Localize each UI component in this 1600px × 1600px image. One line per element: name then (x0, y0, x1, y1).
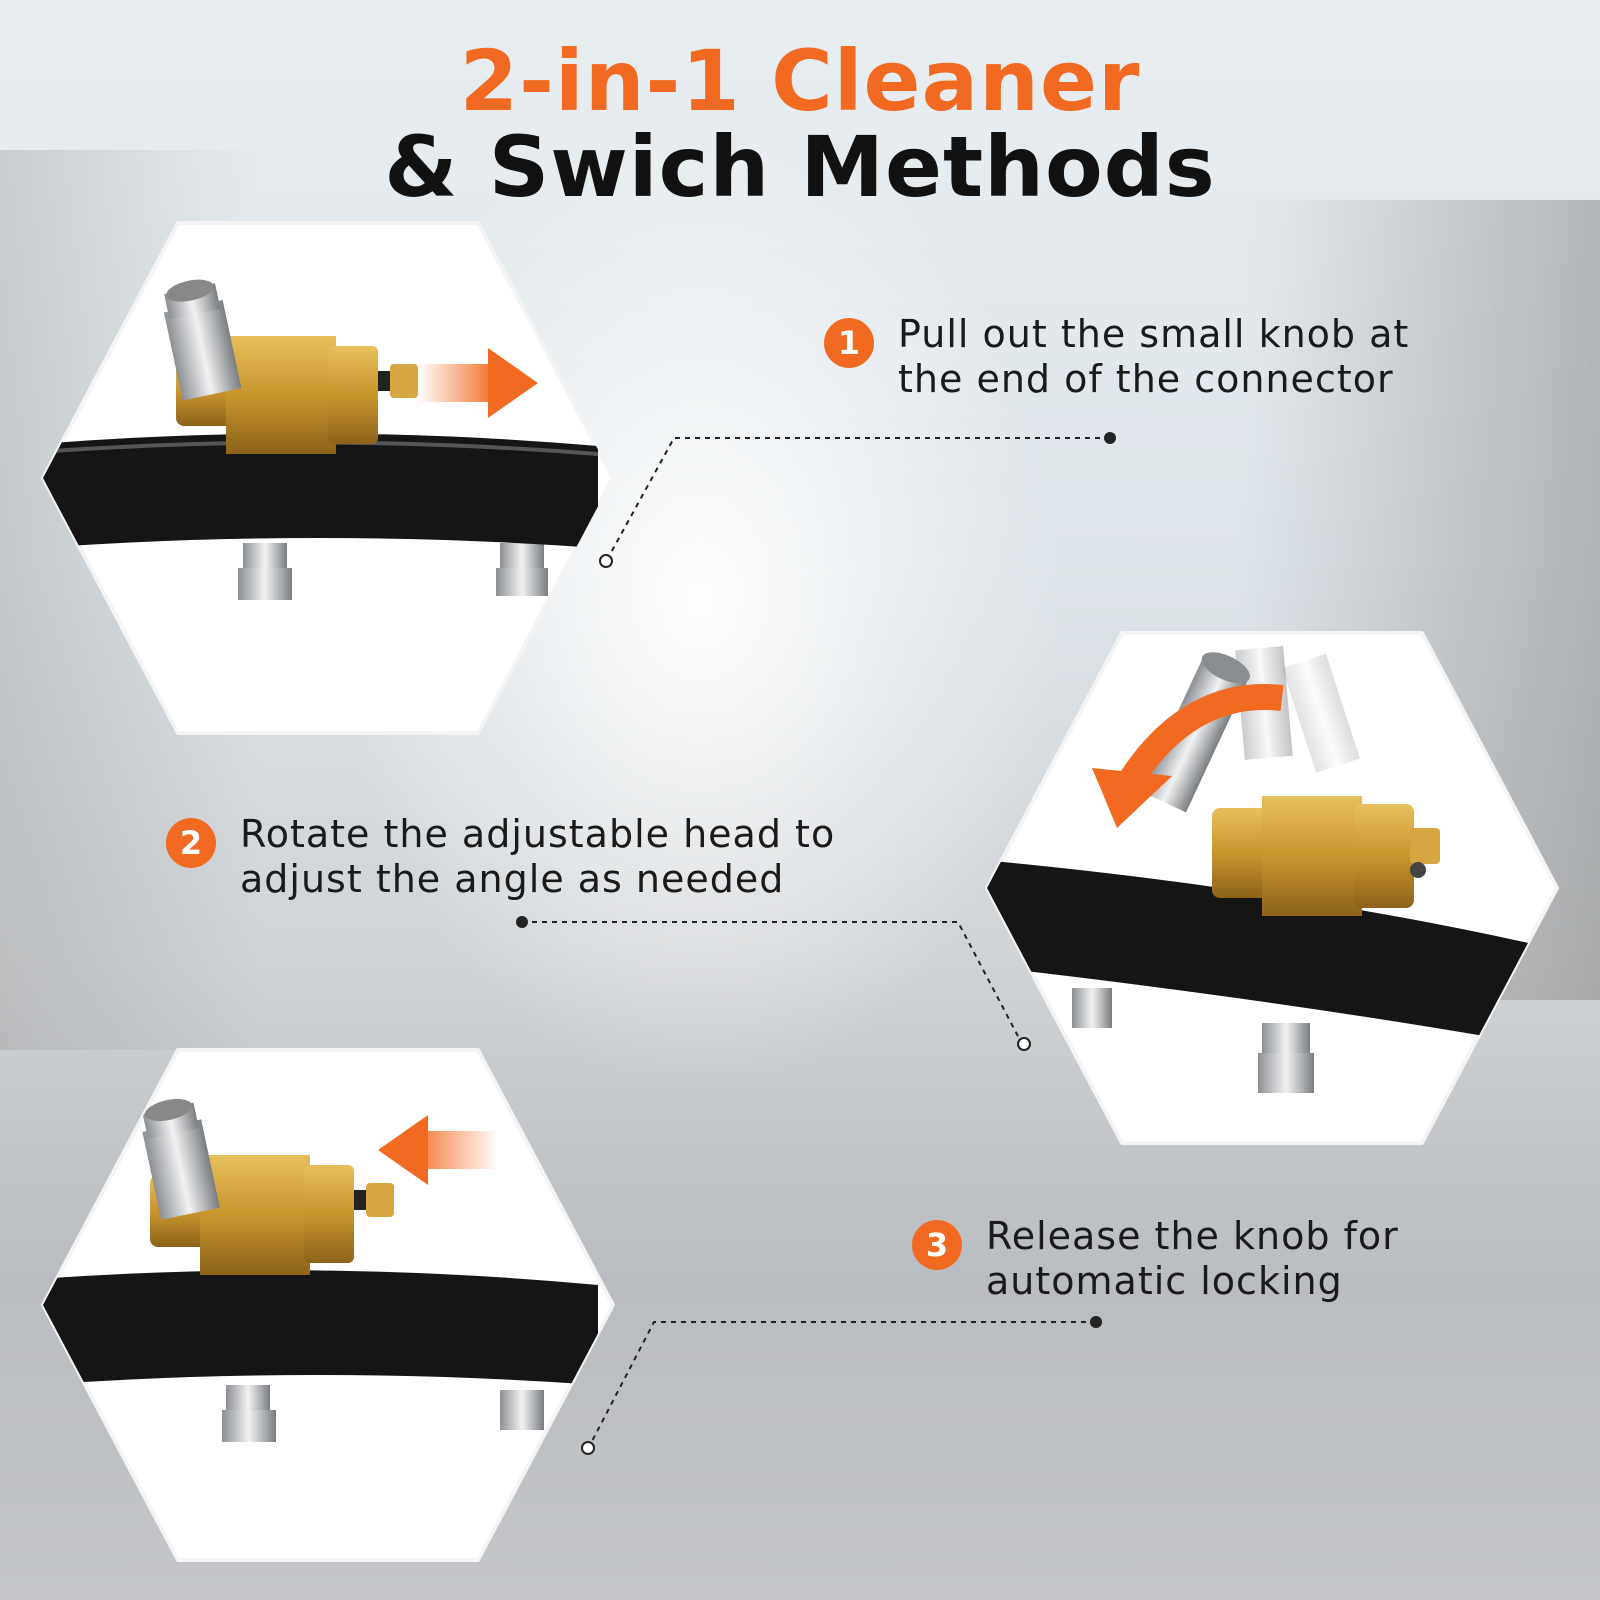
step-3-line-1: Release the knob for (986, 1214, 1399, 1258)
step-2-line-1: Rotate the adjustable head to (240, 812, 836, 856)
hexagon-step-2-image (985, 631, 1559, 1145)
step-3-line-2: automatic locking (986, 1259, 1343, 1303)
step-3: 3 Release the knob for automatic locking (912, 1214, 1399, 1304)
step-1-line-1: Pull out the small knob at (898, 312, 1410, 356)
hexagon-step-1-image (41, 221, 615, 735)
step-1-text: Pull out the small knob at the end of th… (898, 312, 1409, 402)
arrow-left-icon (378, 1115, 498, 1185)
step-3-badge: 3 (912, 1220, 962, 1270)
step-1-line-2: the end of the connector (898, 357, 1394, 401)
step-1-badge: 1 (824, 318, 874, 368)
step-2-line-2: adjust the angle as needed (240, 857, 785, 901)
hexagon-step-3-image (41, 1048, 615, 1562)
step-1: 1 Pull out the small knob at the end of … (824, 312, 1409, 402)
rotate-arrow-icon (1121, 684, 1284, 786)
step-3-text: Release the knob for automatic locking (986, 1214, 1399, 1304)
step-2-text: Rotate the adjustable head to adjust the… (240, 812, 835, 902)
step-2: 2 Rotate the adjustable head to adjust t… (166, 812, 835, 902)
title-line-2: & Swich Methods (384, 118, 1216, 216)
arrow-right-icon (418, 348, 538, 418)
step-2-badge: 2 (166, 818, 216, 868)
title-line-1: 2-in-1 Cleaner (459, 32, 1141, 130)
